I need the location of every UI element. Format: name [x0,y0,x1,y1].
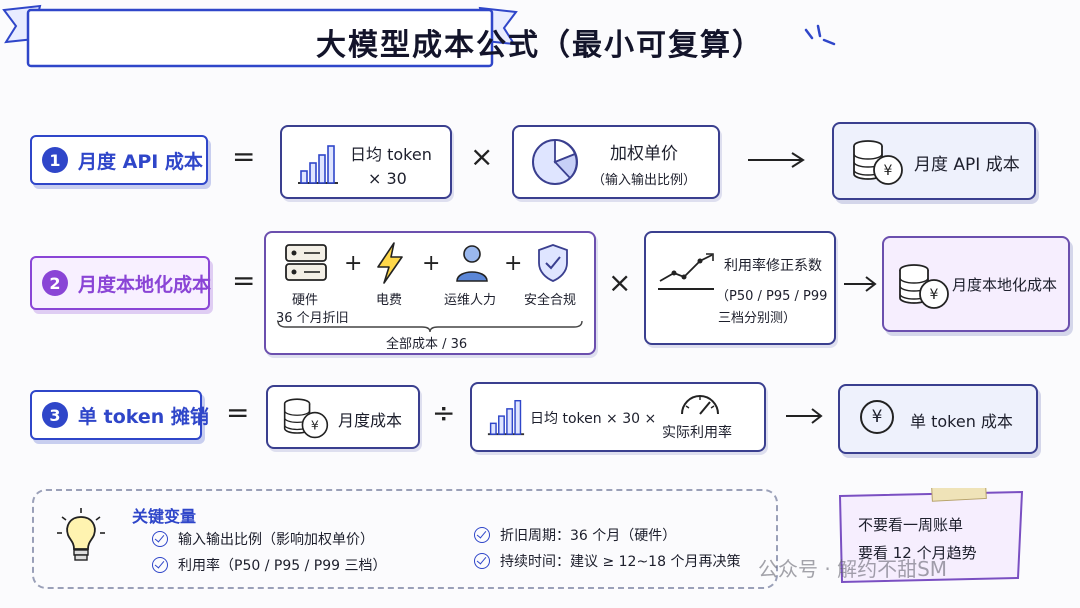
lightning-icon [377,242,403,284]
row1-arrow-icon [748,152,805,168]
row2-utilization-box: 利用率修正系数 （P50 / P95 / P99 三档分别测） [644,231,836,345]
note-line1: 不要看一周账单 [858,516,964,534]
title-banner: 大模型成本公式（最小可复算） [0,0,762,74]
trend-chart-icon [658,253,714,290]
sticky-note-shape [838,488,1024,584]
page-title: 大模型成本公式（最小可复算） [316,28,764,63]
row2-result-box: ¥ 月度本地化成本 [882,236,1070,332]
watermark: 公众号 · 解约不甜SM [758,557,948,581]
svg-text:¥: ¥ [930,287,939,303]
bar-chart-icon [487,399,525,436]
row2-depreciation-text: 36 个月折旧 [276,311,349,326]
check-icon [152,531,168,547]
check-icon [152,557,168,573]
row3-divisor-text: 日均 token × 30 × [530,411,657,427]
server-icon [285,244,327,281]
row1-label: 1 月度 API 成本 [30,135,208,185]
var-item-utilization: 利用率（P50 / P95 / P99 三档） [178,558,387,574]
row2-plus-1: + [344,251,363,276]
row3-label-text: 单 token 摊销 [78,405,209,428]
row2-number-badge: 2 [42,270,68,296]
row3-equals: = [226,396,250,429]
var-item-io-ratio: 输入输出比例（影响加权单价） [178,532,374,548]
yen-symbol: ¥ [884,163,893,179]
check-icon [474,527,490,543]
svg-text:¥: ¥ [311,417,319,432]
row1-times: × [470,140,494,173]
key-variables-title: 关键变量 [132,507,197,526]
row2-three-tiers-text: 三档分别测） [718,311,797,326]
row1-equals: = [232,140,256,173]
row1-daily-token-text: 日均 token [350,145,432,164]
row2-electricity-text: 电费 [376,293,403,308]
coins-yen-icon: ¥ [853,140,903,185]
row2-plus-2: + [422,251,441,276]
row3-actual-utilization-text: 实际利用率 [662,425,732,441]
var-item-depreciation: 折旧周期：36 个月（硬件） [500,528,677,544]
note-line2: 要看 12 个月趋势 [858,544,977,562]
row3-label: 3 单 token 摊销 [30,390,209,440]
row2-label-text: 月度本地化成本 [78,273,212,296]
row2-result-text: 月度本地化成本 [952,276,1058,294]
row3-divide: ÷ [432,396,456,429]
row2-label: 2 月度本地化成本 [30,256,212,310]
shield-icon [538,244,568,282]
row2-hardware-text: 硬件 [292,293,319,308]
banner-shape [2,4,518,68]
row2-utilization-factor-text: 利用率修正系数 [724,258,822,274]
row2-security-text: 安全合规 [524,293,577,308]
row2-cost-components-box: 硬件 36 个月折旧 + 电费 + 运维人力 + 安全合规 全部成本 / 36 [264,231,596,355]
row1-result-box: ¥ 月度 API 成本 [832,122,1036,200]
row1-weighted-price-box: 加权单价 （输入输出比例） [512,125,720,199]
brace-line [277,320,583,333]
row1-daily-token-box: 日均 token × 30 [280,125,452,199]
person-icon [456,245,488,282]
yen-circle-icon: ¥ [860,400,894,434]
row2-total-text: 全部成本 / 36 [386,337,468,352]
row3-divisor-box: 日均 token × 30 × 实际利用率 [470,382,766,452]
row3-number-badge: 3 [42,402,68,428]
pie-chart-icon [532,139,578,185]
row2-percentiles-text: （P50 / P95 / P99 [716,289,828,304]
coins-yen-icon: ¥ [283,398,329,439]
row3-result-box: ¥ 单 token 成本 [838,384,1038,454]
row3-monthly-cost-text: 月度成本 [338,411,403,430]
row1-number-badge: 1 [42,147,68,173]
row1-io-ratio-text: （输入输出比例） [592,173,697,188]
lightbulb-icon [57,508,105,561]
row2-arrow-icon [844,276,877,292]
row2-times: × [608,266,632,299]
row3-monthly-cost-box: ¥ 月度成本 [266,385,420,449]
coins-yen-icon: ¥ [899,264,949,309]
row3-result-text: 单 token 成本 [910,412,1013,431]
row1-result-text: 月度 API 成本 [914,155,1020,175]
check-icon [474,553,490,569]
row2-ops-staff-text: 运维人力 [444,293,497,308]
bar-chart-icon [298,145,338,184]
gauge-icon [681,395,719,415]
row2-equals: = [232,264,256,297]
row1-times30-text: × 30 [368,169,407,188]
key-variables-panel: 关键变量 输入输出比例（影响加权单价） 利用率（P50 / P95 / P99 … [32,489,778,589]
row1-weighted-price-text: 加权单价 [610,144,678,164]
var-item-duration: 持续时间：建议 ≥ 12~18 个月再决策 [500,554,741,570]
row3-arrow-icon [786,408,823,424]
sparkle-icon [804,24,836,46]
sticky-note: 不要看一周账单 要看 12 个月趋势 [836,488,1026,584]
row2-plus-3: + [504,251,523,276]
row1-label-text: 月度 API 成本 [78,150,203,173]
